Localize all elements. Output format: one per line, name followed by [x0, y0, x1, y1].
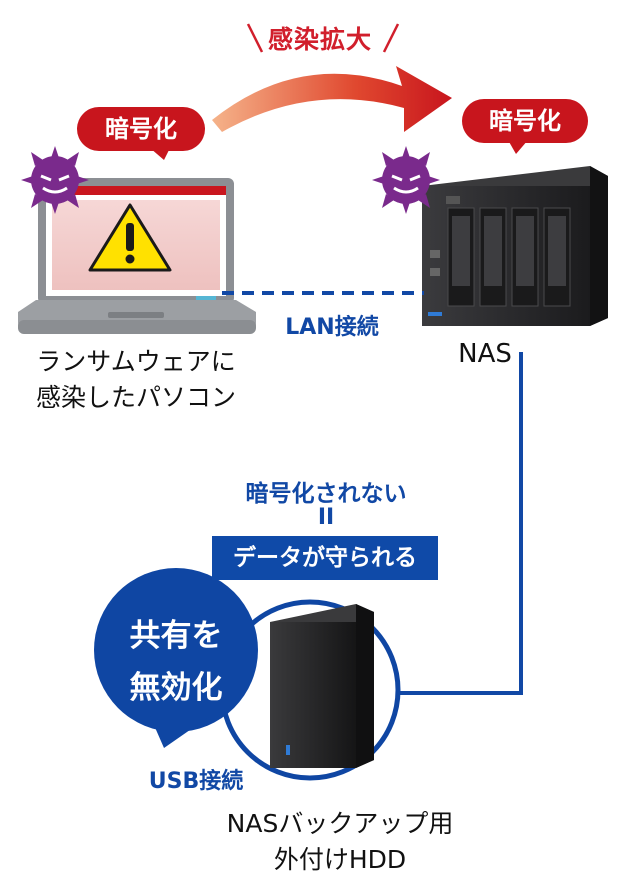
curved-arrow-icon [212, 66, 452, 132]
equals-mark: II [317, 505, 335, 530]
hdd-caption-line1: NASバックアップ用 [226, 809, 454, 838]
warning-icon [88, 203, 172, 272]
not-encrypted-label: 暗号化されない [245, 481, 407, 507]
share-disable-line2: 無効化 [129, 670, 223, 706]
nas-device [422, 166, 608, 326]
nas-caption: NAS [458, 339, 512, 369]
lan-connection-label: LAN接続 [285, 315, 379, 340]
infection-spread-label: 感染拡大 [267, 25, 372, 54]
bubble-tails [150, 140, 528, 160]
external-hdd [270, 604, 374, 768]
nas-encrypted-badge: 暗号化 [462, 99, 588, 143]
virus-icon [372, 146, 440, 214]
data-protected-banner: データが守られる [212, 536, 438, 580]
usb-connection-line [386, 352, 523, 695]
title-slashes [246, 23, 400, 53]
pc-encrypted-badge: 暗号化 [77, 107, 205, 151]
share-disable-line1: 共有を [129, 618, 223, 654]
hdd-caption-line2: 外付けHDD [273, 845, 407, 874]
share-disable-bubble [94, 568, 258, 748]
hdd-caption: NASバックアップ用 外付けHDD [200, 806, 480, 878]
pc-caption: ランサムウェアに 感染したパソコン [12, 344, 260, 416]
usb-connection-label: USB接続 [148, 769, 244, 794]
pc-caption-line1: ランサムウェアに [36, 347, 236, 376]
virus-icon [21, 146, 89, 214]
pc-caption-line2: 感染したパソコン [35, 383, 236, 412]
